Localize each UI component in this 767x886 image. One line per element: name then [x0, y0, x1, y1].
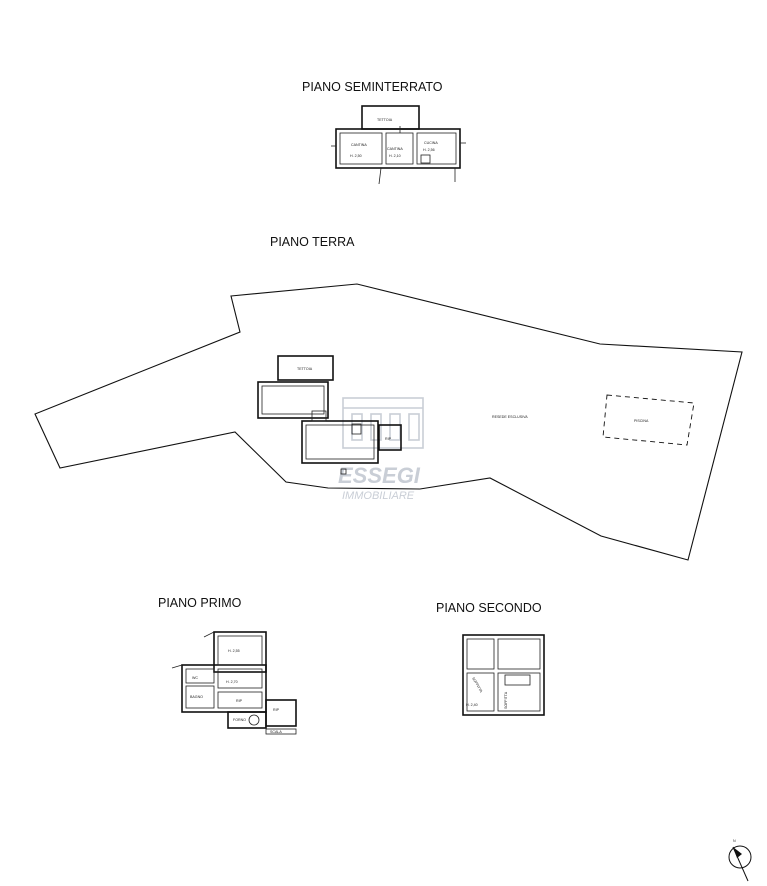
- room-cantina-label: CANTINA: [351, 143, 367, 147]
- room-cantina-label: CANTINA: [387, 147, 403, 151]
- watermark-subname: IMMOBILIARE: [342, 490, 415, 502]
- room-cucina-height: H. 2,56: [423, 148, 435, 152]
- title-piano-terra: PIANO TERRA: [270, 235, 355, 249]
- room-height-label: H. 2,55: [228, 649, 240, 653]
- room-height-label: H. 2,40: [466, 703, 478, 707]
- property-boundary: [34, 283, 743, 561]
- room-cantina-height: H. 2,50: [350, 154, 362, 158]
- room-bagno-label: BAGNO: [190, 695, 203, 699]
- house-outline: [301, 420, 379, 464]
- room-rip-label: RIP: [236, 699, 243, 703]
- watermark: ESSEGI IMMOBILIARE: [338, 397, 424, 502]
- piscina-label: PISCINA: [634, 419, 649, 423]
- watermark-building-icon: [342, 397, 424, 449]
- room-forno-label: FORNO: [233, 718, 246, 722]
- rip-outline: [378, 424, 402, 451]
- room-wc-label: WC: [192, 676, 198, 680]
- room-rip-label: RIP: [385, 437, 392, 441]
- primo-outline: [213, 631, 267, 673]
- title-piano-seminterrato: PIANO SEMINTERRATO: [302, 80, 443, 94]
- seminterrato-outline: [335, 128, 461, 169]
- room-soffitta-label: SOFFITTA: [471, 677, 483, 694]
- north-arrow-icon: N: [728, 839, 752, 882]
- house-outline: [257, 381, 329, 419]
- piscina-outline: [602, 394, 695, 446]
- resede-label: RESEDE ESCLUSIVA: [492, 415, 528, 419]
- room-tettoia-label: TETTOIA: [377, 118, 393, 122]
- plan-terra: TETTOIA RIP RESEDE ESCLUSIVA PISCINA: [34, 283, 743, 561]
- rip-outline: [265, 699, 297, 727]
- title-piano-secondo: PIANO SECONDO: [436, 601, 542, 615]
- watermark-name: ESSEGI: [338, 463, 421, 488]
- room-soffitta-label: SOFFITTA: [504, 691, 508, 709]
- title-piano-primo: PIANO PRIMO: [158, 596, 242, 610]
- scala-label: SCALA: [270, 730, 282, 734]
- plan-primo: H. 2,55 H. 2,70 WC BAGNO RIP RIP FORNO S…: [171, 631, 297, 735]
- room-rip-label: RIP: [273, 708, 280, 712]
- plan-seminterrato: TETTOIA CANTINA H. 2,50 CANTINA H. 2,10 …: [331, 105, 466, 185]
- tettoia-outline: [277, 355, 334, 381]
- room-tettoia-label: TETTOIA: [297, 367, 313, 371]
- room-cucina-label: CUCINA: [424, 141, 438, 145]
- room-height-label: H. 2,70: [226, 680, 238, 684]
- room-cantina-height: H. 2,10: [389, 154, 401, 158]
- secondo-outline: [462, 634, 545, 716]
- plan-secondo: H. 2,40 SOFFITTA SOFFITTA: [462, 634, 545, 716]
- north-label: N: [733, 839, 736, 843]
